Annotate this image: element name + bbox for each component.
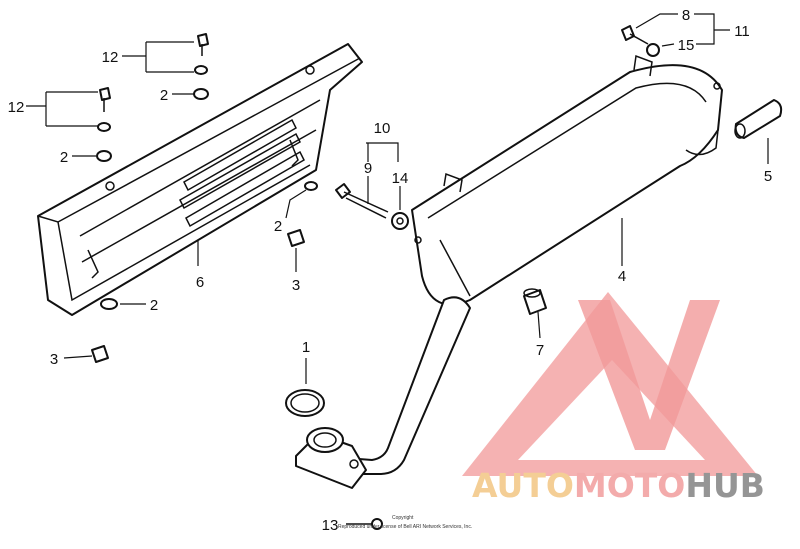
callout-13: 13 — [322, 517, 339, 534]
washer-lower — [96, 150, 112, 162]
callout-12-lower: 12 — [8, 99, 25, 116]
callout-8: 8 — [682, 7, 690, 24]
callout-6: 6 — [196, 274, 204, 291]
shield-bolt-lower — [97, 87, 111, 132]
watermark-auto: AUTOMOTOHUB — [472, 466, 765, 505]
callout-10: 10 — [374, 120, 391, 137]
callout-7: 7 — [536, 342, 544, 359]
callout-2-bottom: 2 — [150, 297, 158, 314]
callout-3-middle: 3 — [292, 277, 300, 294]
callout-11: 11 — [734, 23, 750, 40]
washer-top-right — [646, 43, 660, 57]
leader-lines — [26, 13, 769, 384]
copyright-line-1: Copyright — [392, 515, 414, 521]
shield-bolt-upper — [194, 33, 209, 75]
callout-9: 9 — [364, 160, 372, 177]
callout-2-upper: 2 — [160, 87, 168, 104]
exhaust-gasket — [285, 389, 325, 417]
muffler — [411, 54, 723, 306]
copyright-line-2: Reproduced under license of Bell ARI Net… — [338, 524, 472, 530]
washer-middle — [304, 181, 318, 191]
tail-pipe-tip — [734, 99, 783, 139]
heat-shield — [37, 43, 363, 316]
shield-bolt-top-right — [621, 25, 649, 45]
collar — [523, 288, 547, 315]
grommet-middle — [287, 229, 305, 247]
watermark-m-shape — [578, 300, 720, 450]
callout-4: 4 — [618, 268, 626, 285]
grommet-lower — [91, 345, 109, 363]
callout-14: 14 — [392, 170, 409, 187]
bolt-bottom — [346, 518, 383, 530]
callout-5: 5 — [764, 168, 772, 185]
exhaust-pipe — [295, 296, 471, 489]
muffler-washer — [391, 212, 409, 230]
washer-bottom — [100, 298, 118, 310]
callout-3-lower: 3 — [50, 351, 58, 368]
callout-12-upper: 12 — [102, 49, 119, 66]
callout-2-middle: 2 — [274, 218, 282, 235]
callout-15: 15 — [678, 37, 695, 54]
watermark-logo: AUTOMOTOHUB — [462, 292, 765, 505]
callout-2-left: 2 — [60, 149, 68, 166]
copyright-notice: Copyright Reproduced under license of Be… — [338, 515, 472, 530]
muffler-bolt — [335, 183, 389, 219]
callout-1: 1 — [302, 339, 310, 356]
callouts: 1 2 2 2 2 3 3 4 5 6 7 8 9 10 11 12 12 13… — [8, 7, 773, 534]
washer-upper — [193, 88, 209, 100]
